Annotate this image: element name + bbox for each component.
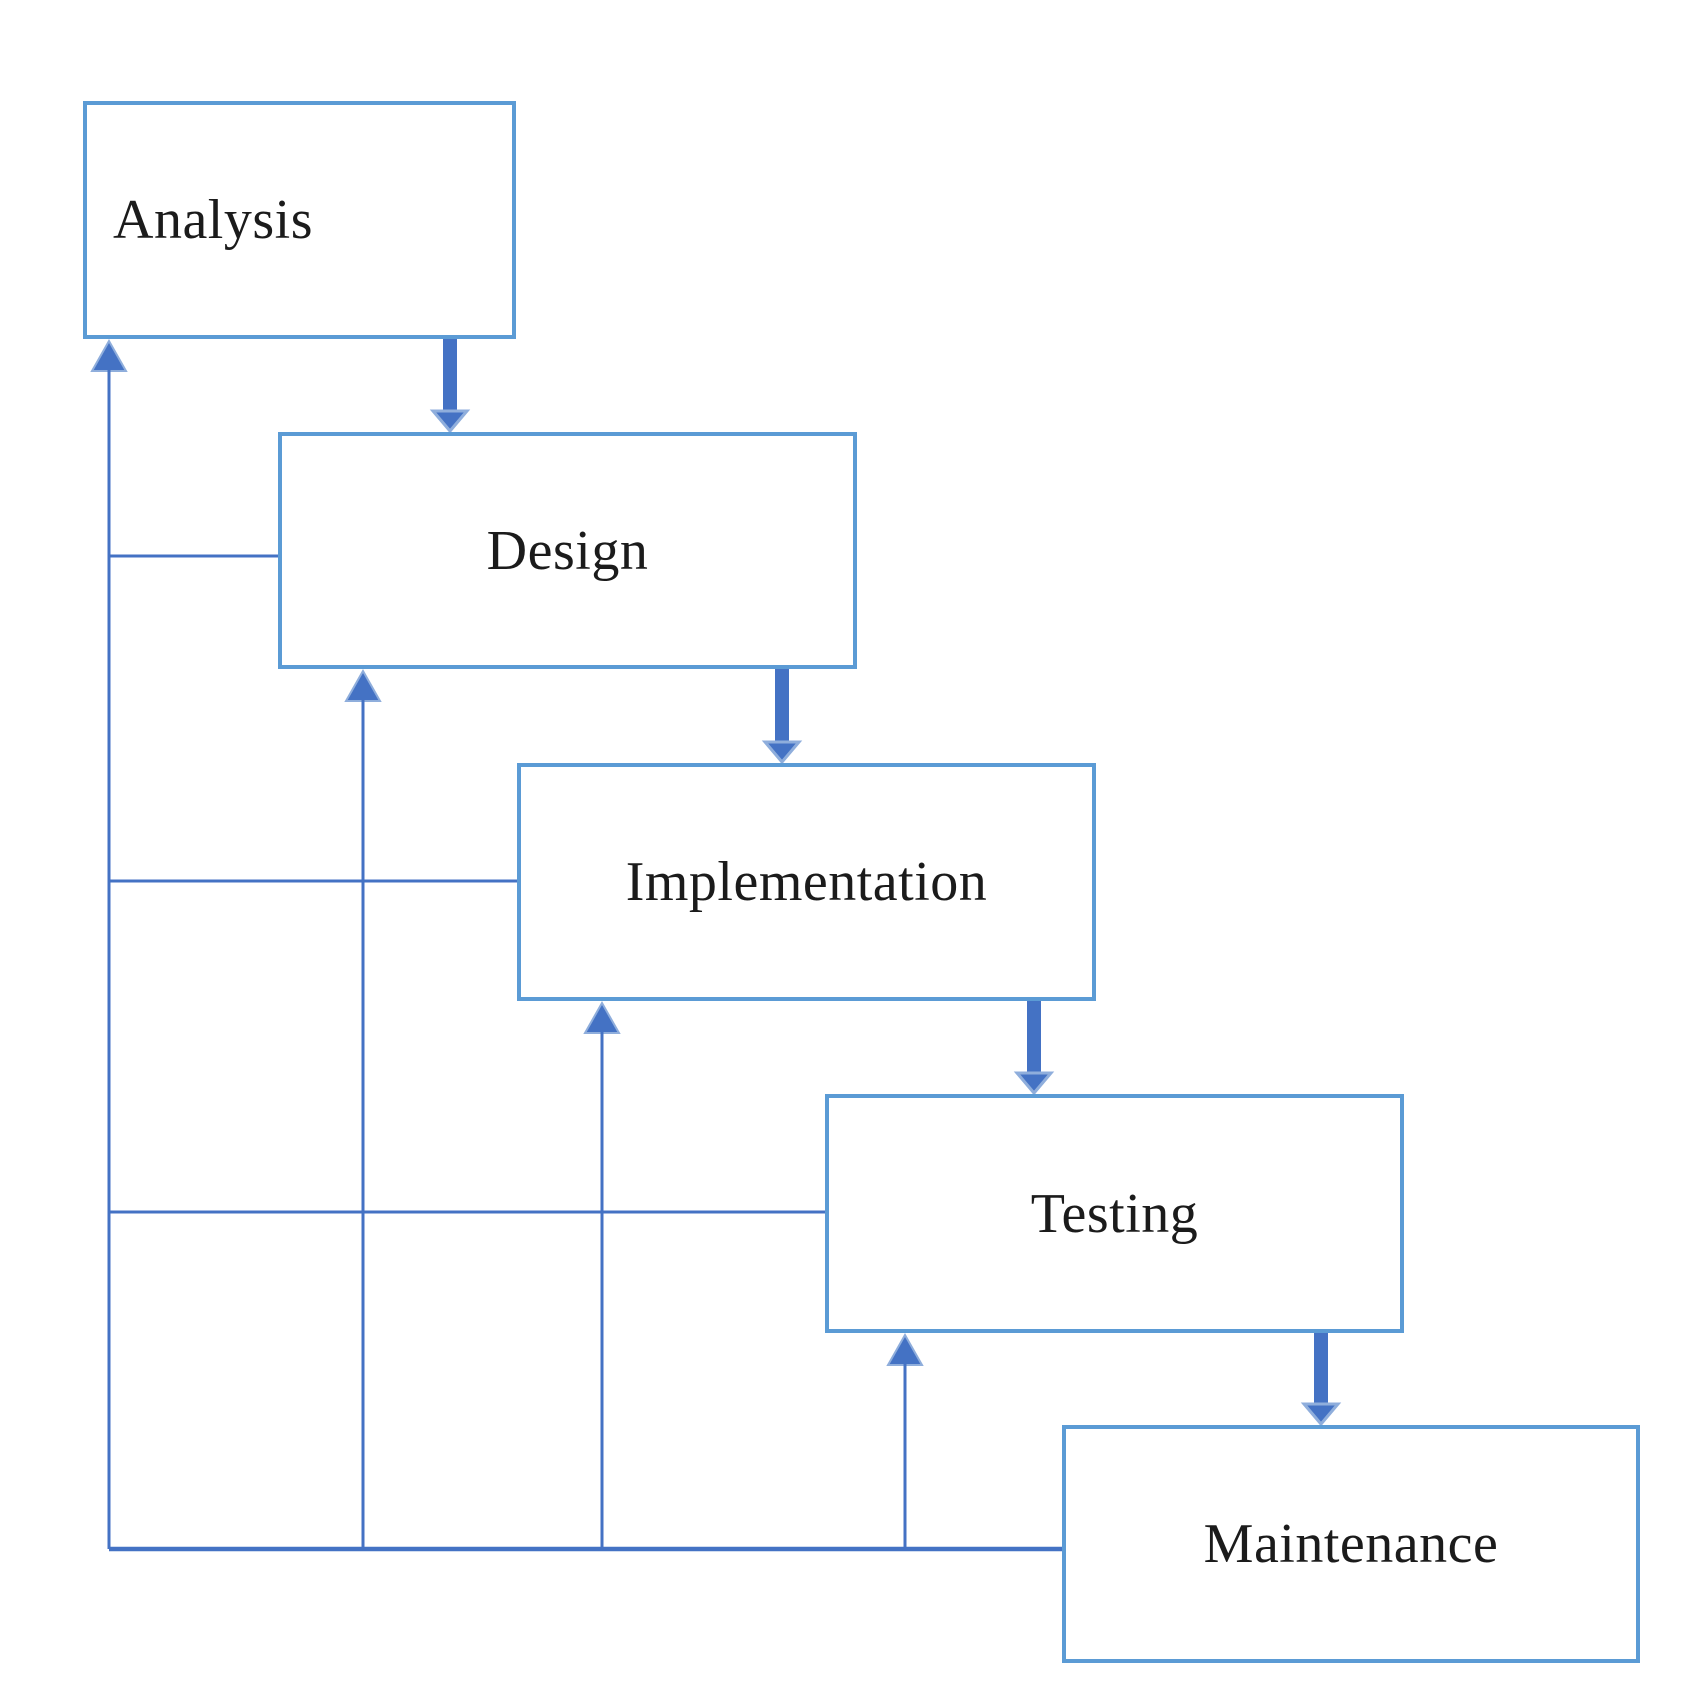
node-testing: Testing <box>825 1094 1404 1333</box>
feedback-line-to-design <box>344 668 382 1549</box>
node-design: Design <box>278 432 857 669</box>
node-testing-label: Testing <box>1030 1182 1199 1245</box>
node-analysis-label: Analysis <box>113 189 313 251</box>
node-maintenance: Maintenance <box>1062 1425 1640 1663</box>
forward-arrow-design-to-implementation <box>761 669 803 765</box>
node-implementation: Implementation <box>517 763 1096 1001</box>
forward-arrow-implementation-to-testing <box>1013 1001 1055 1096</box>
node-implementation-label: Implementation <box>625 851 988 913</box>
node-maintenance-label: Maintenance <box>1203 1513 1499 1575</box>
feedback-line-to-testing <box>886 1332 924 1549</box>
forward-arrow-testing-to-maintenance <box>1300 1333 1342 1427</box>
node-analysis: Analysis <box>83 101 516 339</box>
forward-arrow-analysis-to-design <box>429 339 471 434</box>
feedback-line-to-analysis <box>90 338 128 1549</box>
feedback-line-to-implementation <box>583 1000 621 1549</box>
node-design-label: Design <box>486 519 649 582</box>
